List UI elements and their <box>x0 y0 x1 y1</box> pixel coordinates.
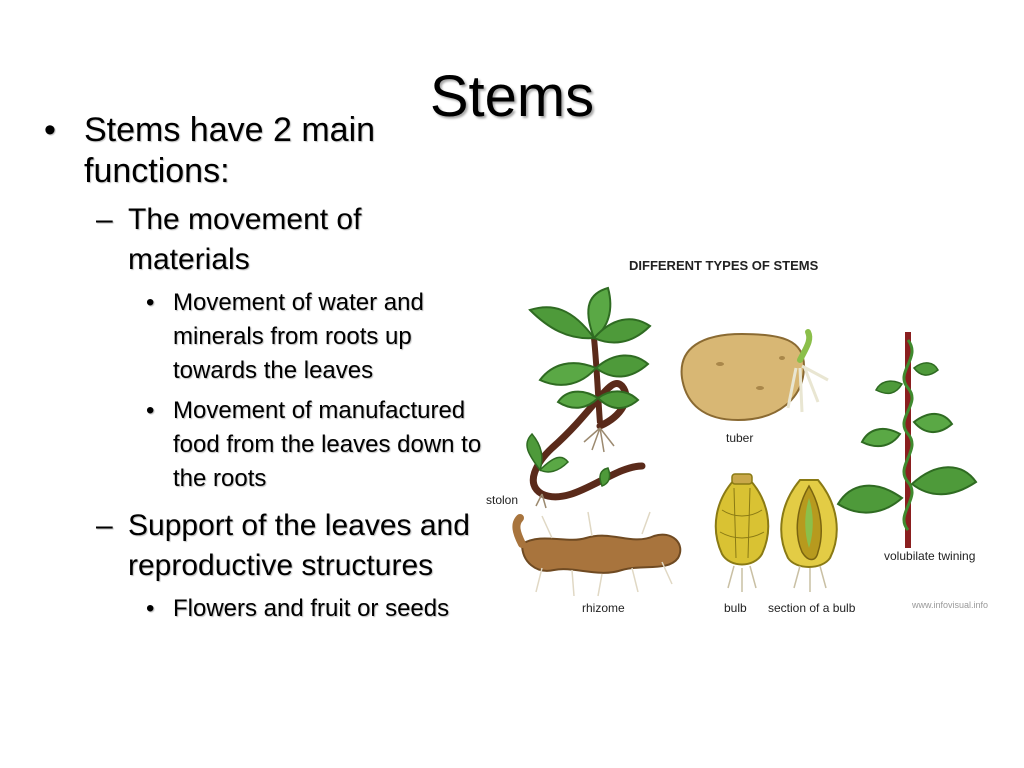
bulb-section-illustration <box>780 479 838 592</box>
bullet-level2: – Support of the leaves and reproductive… <box>40 506 490 586</box>
label-bulb-section: section of a bulb <box>768 601 856 615</box>
label-tuber: tuber <box>726 431 753 445</box>
bullet-text: The movement of materials <box>128 203 362 276</box>
bullet-level3: • Movement of water and minerals from ro… <box>40 286 490 388</box>
bullet-list: • Stems have 2 main functions: – The mov… <box>40 110 490 632</box>
label-twining: volubilate twining <box>884 549 975 563</box>
label-rhizome: rhizome <box>582 601 625 615</box>
bullet-level3: • Flowers and fruit or seeds <box>40 592 490 626</box>
stolon-plant <box>526 286 652 509</box>
bullet-text: Support of the leaves and reproductive s… <box>128 509 470 582</box>
bullet-level3: • Movement of manufactured food from the… <box>40 394 490 496</box>
label-stolon: stolon <box>486 493 518 507</box>
figure-credit: www.infovisual.info <box>911 600 988 610</box>
dash-marker: – <box>96 203 113 236</box>
bullet-level2: – The movement of materials <box>40 200 490 280</box>
bullet-text: Flowers and fruit or seeds <box>173 595 450 622</box>
bullet-marker: • <box>146 397 155 424</box>
bullet-marker: • <box>44 111 56 149</box>
stem-types-illustration: DIFFERENT TYPES OF STEMS <box>482 248 1010 620</box>
bullet-marker: • <box>146 289 155 316</box>
figure-heading: DIFFERENT TYPES OF STEMS <box>629 258 819 273</box>
bullet-marker: • <box>146 595 155 622</box>
bullet-text: Movement of manufactured food from the l… <box>173 397 482 492</box>
bullet-text: Stems have 2 main functions: <box>84 111 376 190</box>
rhizome-illustration <box>512 511 682 597</box>
bullet-level1: • Stems have 2 main functions: <box>40 110 490 192</box>
dash-marker: – <box>96 509 113 542</box>
twining-plant <box>836 332 978 548</box>
tuber-illustration <box>680 329 829 422</box>
bulb-illustration <box>714 473 770 592</box>
slide-title: Stems <box>429 64 595 129</box>
bullet-text: Movement of water and minerals from root… <box>173 289 424 384</box>
label-bulb: bulb <box>724 601 747 615</box>
